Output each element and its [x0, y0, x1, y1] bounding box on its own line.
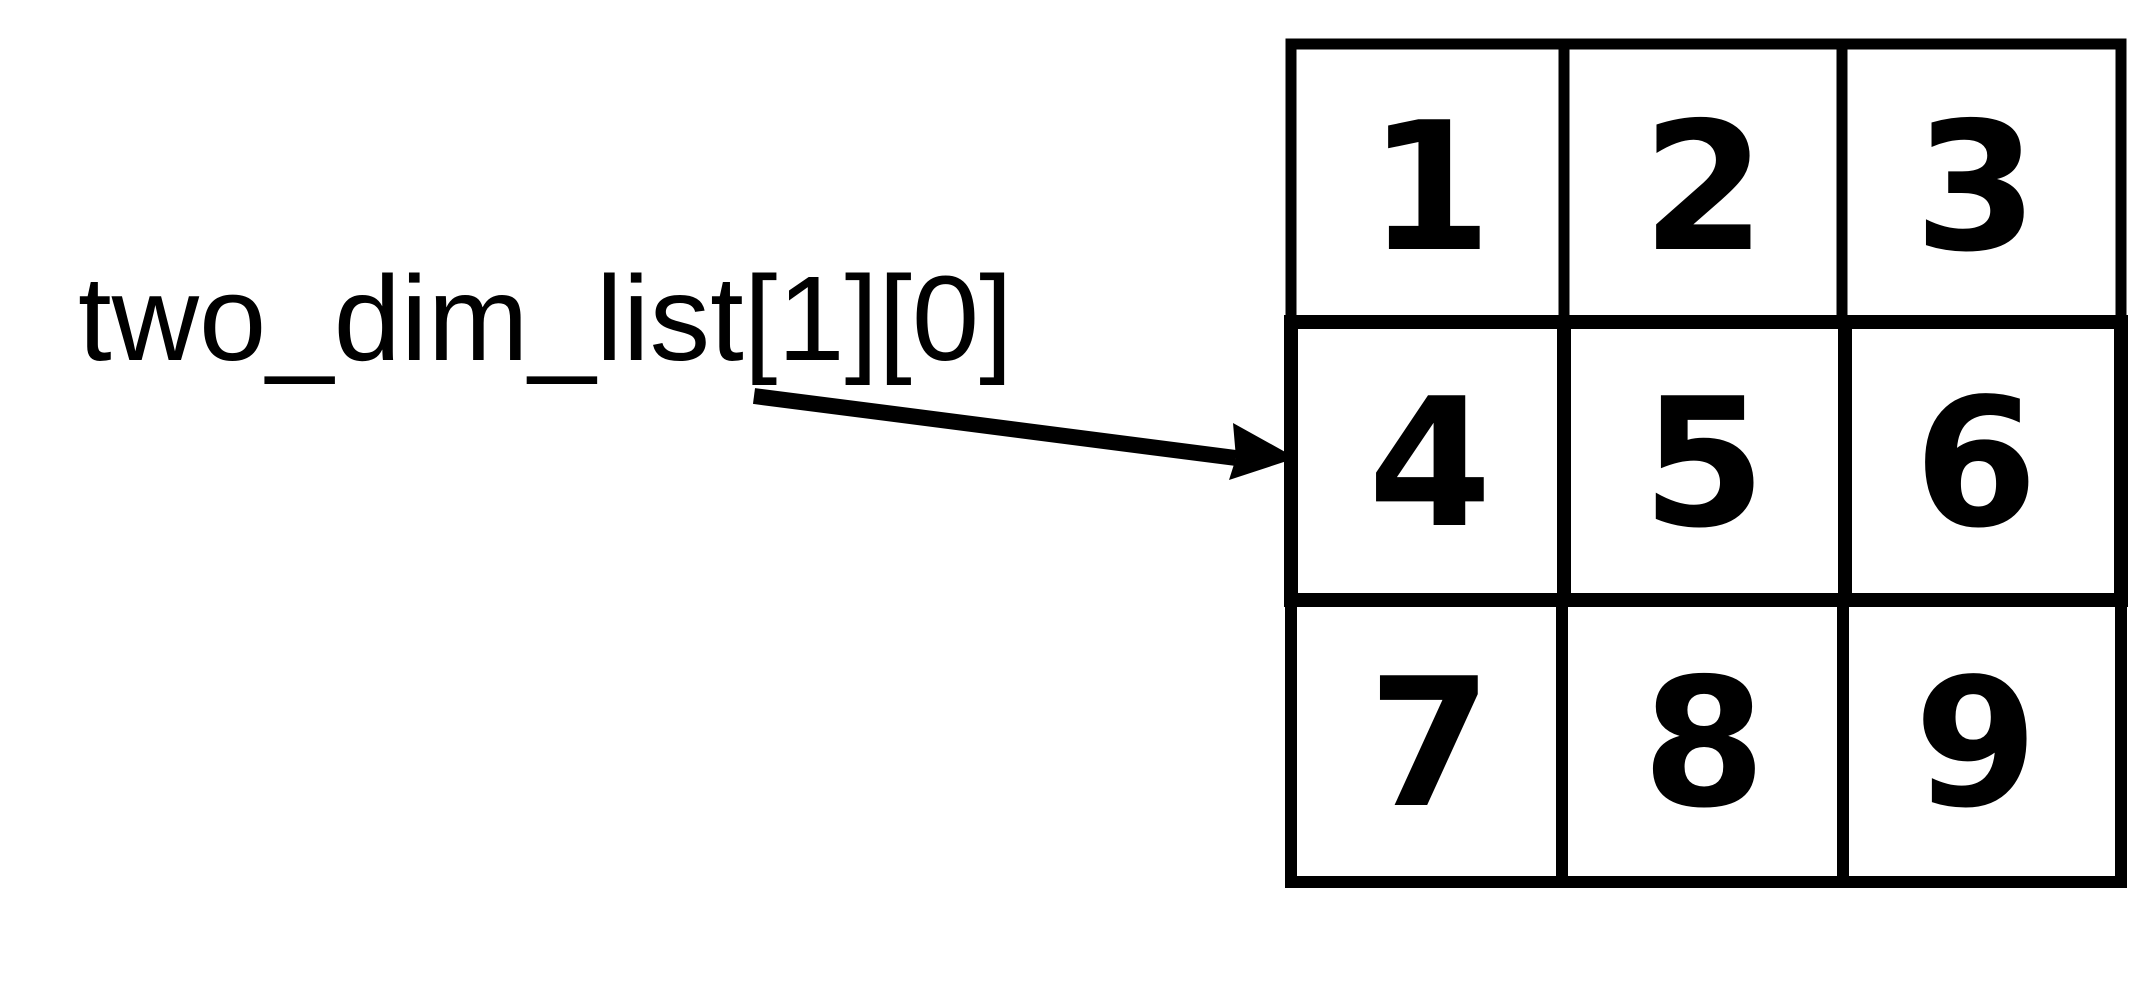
grid-cell-value: 2 [1642, 84, 1766, 291]
grid-cell-value-highlighted: 4 [1368, 360, 1492, 567]
grid-cell-value: 5 [1642, 360, 1766, 567]
grid-cell-value: 8 [1642, 640, 1766, 847]
row-outline [1285, 594, 2127, 888]
grid-cell-value: 6 [1914, 360, 2038, 567]
grid-cell-value: 7 [1368, 640, 1492, 847]
arrow-head [1229, 423, 1296, 480]
grid-row-2: 7 8 9 [1285, 594, 2127, 888]
grid-cell-value: 3 [1914, 84, 2038, 291]
grid-cell-value: 9 [1914, 640, 2038, 847]
grid-row-1[interactable]: 4 5 6 [1284, 315, 2128, 607]
arrow-shaft [752, 388, 1238, 466]
grid-cell-value: 1 [1368, 84, 1492, 291]
grid-row-0: 1 2 3 [1285, 38, 2127, 328]
pointer-arrow [752, 388, 1296, 480]
grid: 1 2 3 4 5 6 7 8 9 [1284, 38, 2128, 888]
expression-label: two_dim_list[1][0] [78, 250, 1013, 386]
